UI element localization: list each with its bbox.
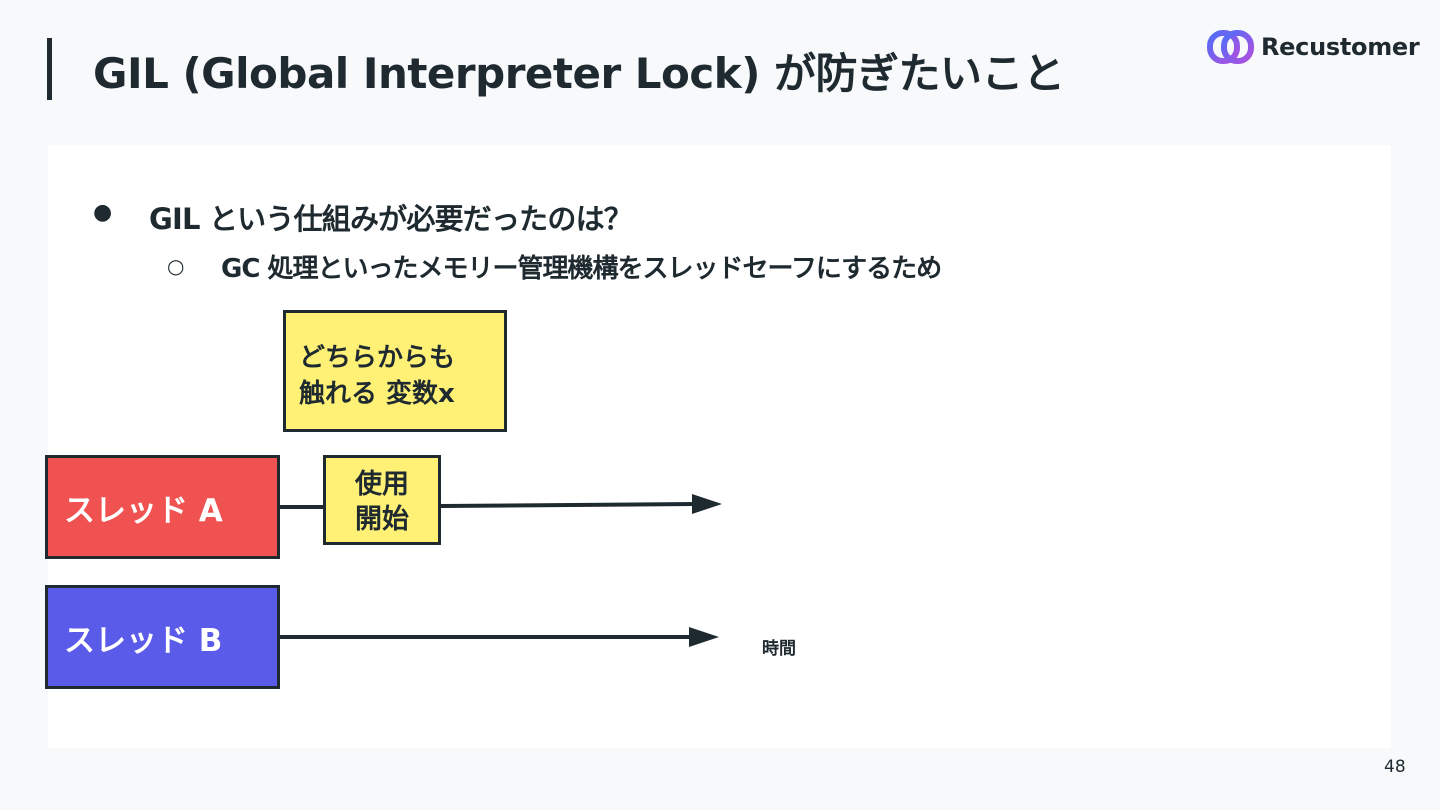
slide-title: GIL (Global Interpreter Lock) が防ぎたいこと bbox=[93, 49, 1065, 98]
bullet-level2-text: GC 処理といったメモリー管理機構をスレッドセーフにするため bbox=[221, 254, 942, 284]
thread-a-box: スレッド A bbox=[45, 455, 280, 559]
use-start-line: 使用 bbox=[355, 469, 409, 500]
time-axis-label: 時間 bbox=[762, 639, 796, 659]
thread-b-label: スレッド B bbox=[64, 622, 223, 659]
use-start-line: 開始 bbox=[355, 504, 409, 535]
thread-a-timeline bbox=[440, 502, 696, 508]
use-start-box: 使用 開始 bbox=[323, 455, 441, 545]
thread-a-label: スレッド A bbox=[64, 492, 223, 529]
thread-a-arrowhead-icon bbox=[692, 494, 722, 514]
shared-variable-line: どちらからも bbox=[299, 343, 456, 373]
thread-b-box: スレッド B bbox=[45, 585, 280, 689]
bullet-level1-text: GIL という仕組みが必要だったのは？ bbox=[149, 202, 633, 236]
thread-b-arrowhead-icon bbox=[689, 627, 719, 647]
company-logo: Recustomer bbox=[1207, 30, 1420, 64]
logo-text: Recustomer bbox=[1261, 33, 1420, 61]
logo-mark-icon bbox=[1207, 30, 1254, 64]
title-accent-bar bbox=[47, 38, 52, 100]
bullet-circle-icon: ○ bbox=[167, 254, 184, 278]
bullet-dot-icon: ● bbox=[93, 200, 112, 225]
shared-variable-line: 触れる 変数x bbox=[299, 379, 455, 409]
shared-variable-box: どちらからも 触れる 変数x bbox=[283, 310, 507, 432]
page-number: 48 bbox=[1384, 757, 1406, 777]
